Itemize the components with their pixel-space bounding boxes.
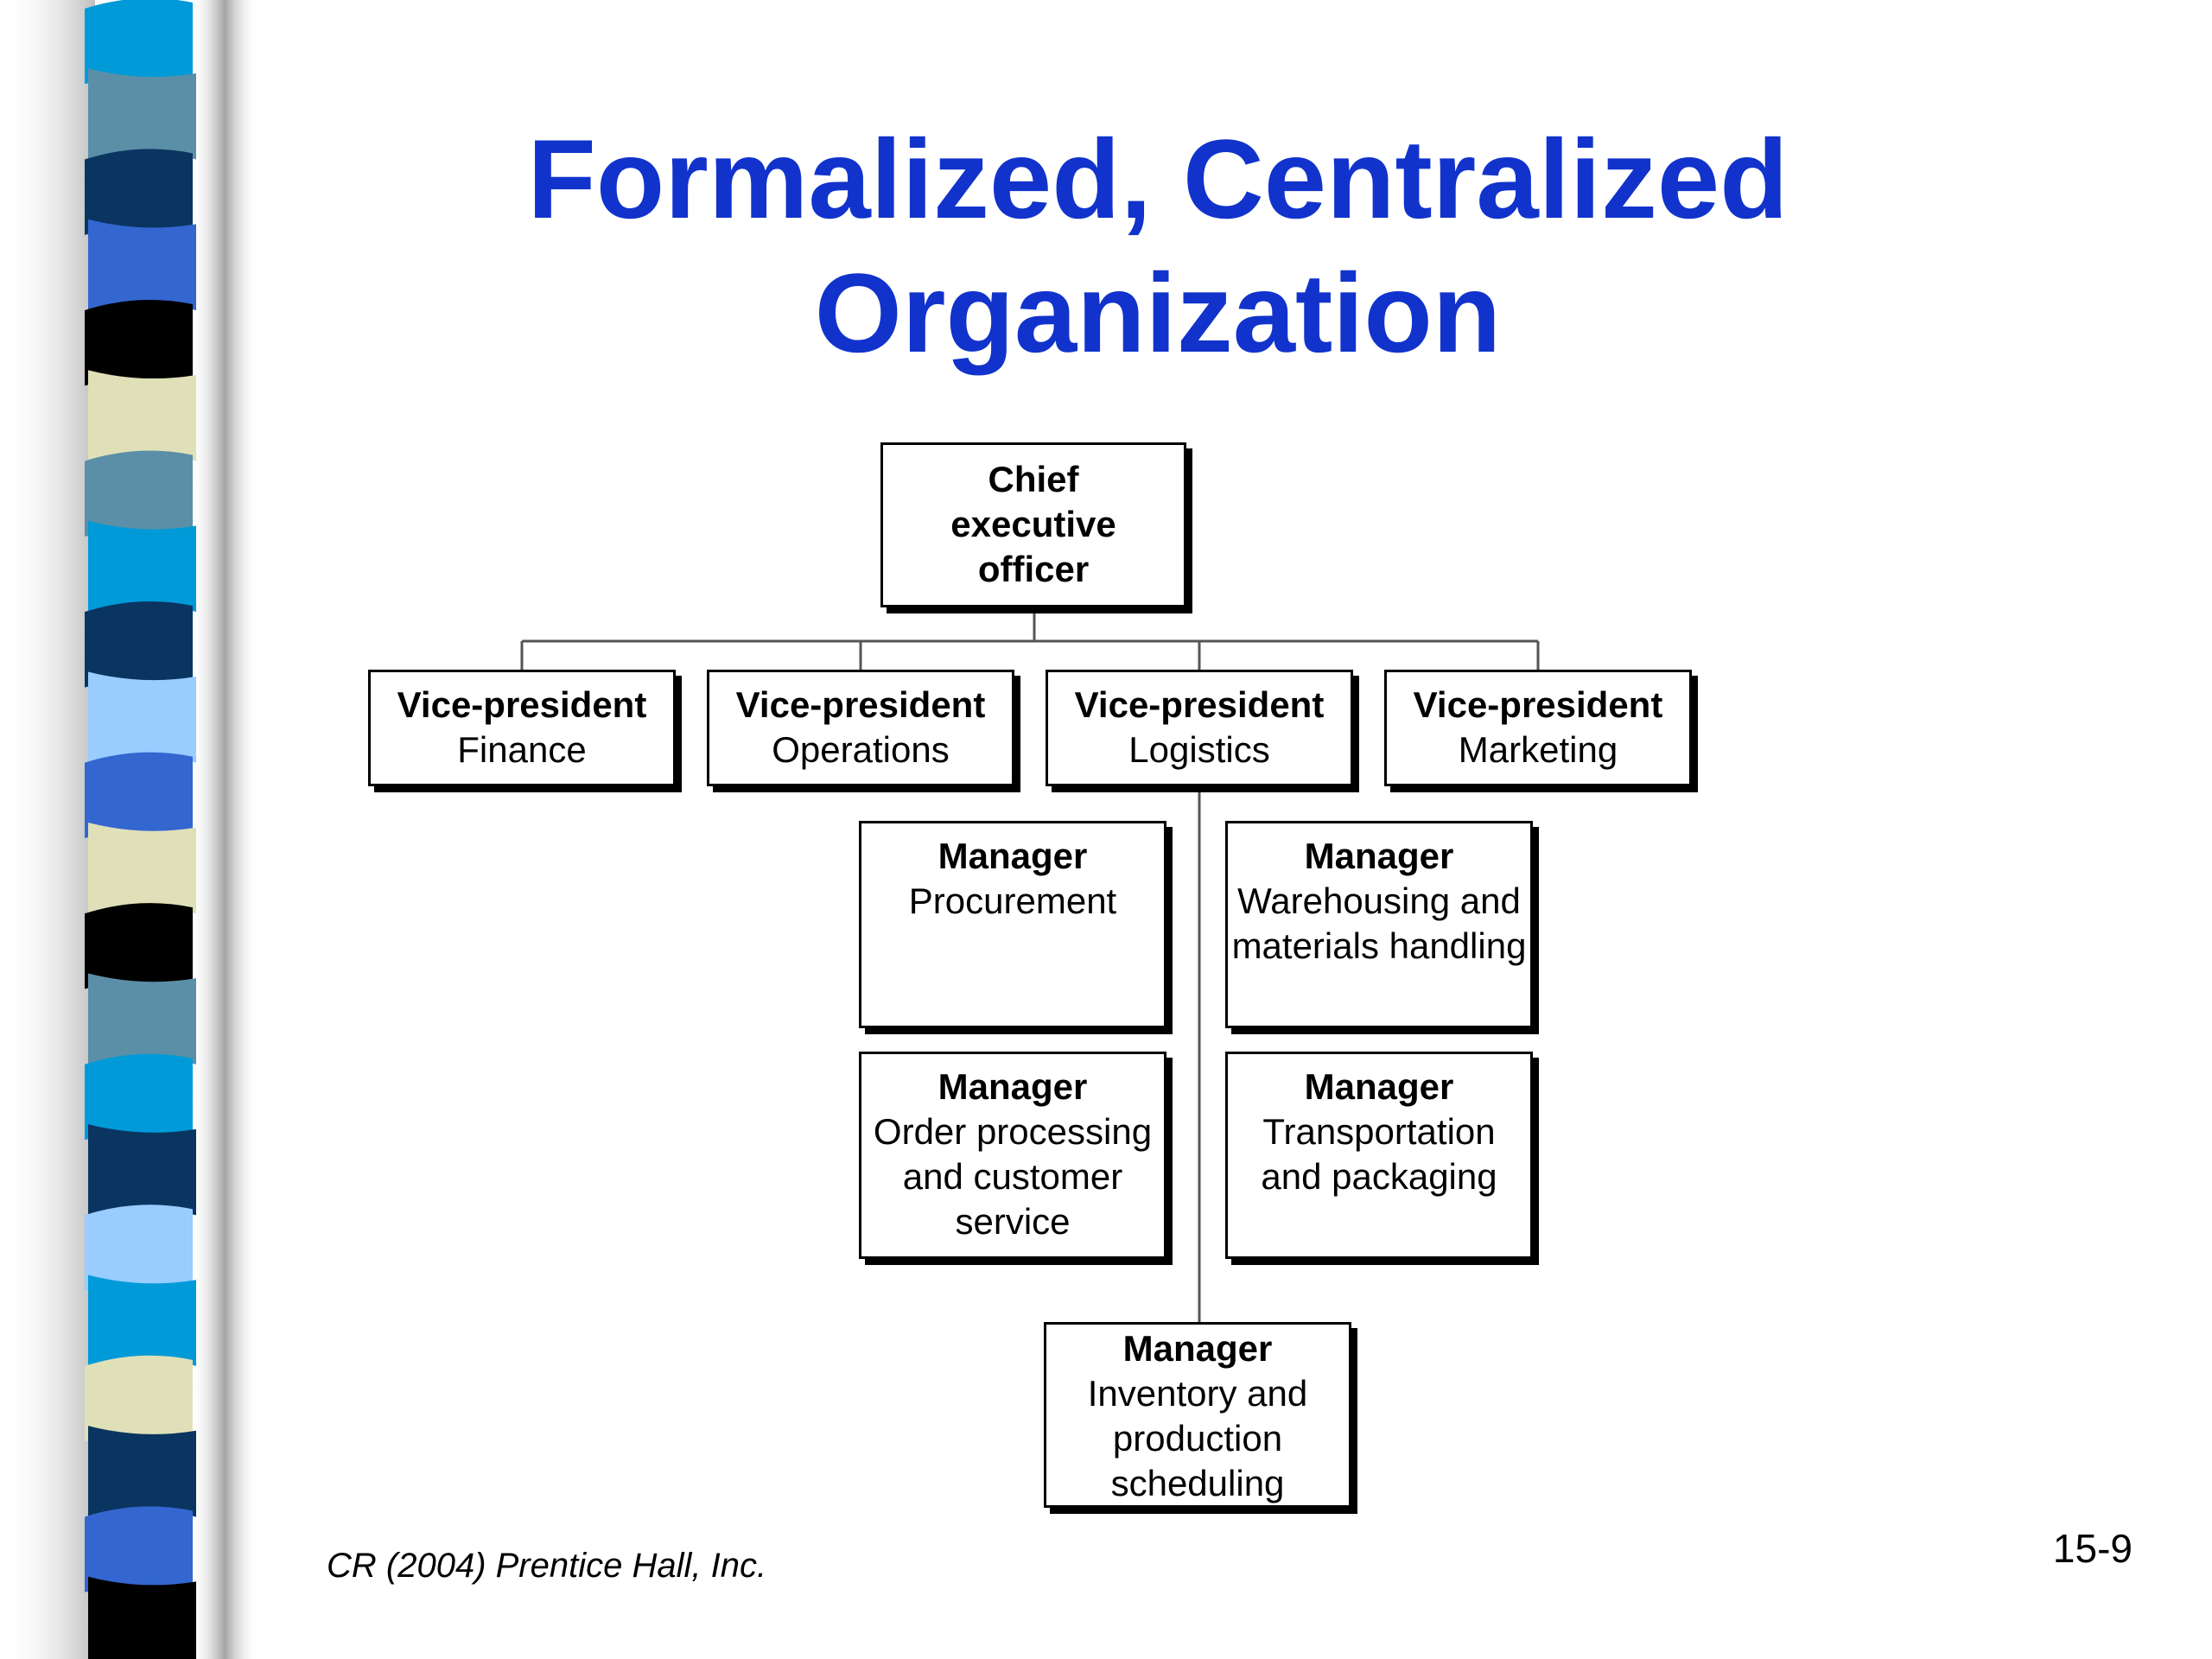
vp-operations-dept: Operations [772, 729, 950, 770]
copyright-citation: CR (2004) Prentice Hall, Inc. [327, 1547, 767, 1585]
stripe-band [85, 1053, 193, 1141]
title-line-1: Formalized, Centralized [527, 116, 1789, 242]
manager-transportation-title: Manager [1304, 1066, 1454, 1107]
stripe-band [85, 149, 193, 235]
stripe-band [88, 823, 196, 914]
vp-logistics-dept: Logistics [1128, 729, 1270, 770]
manager-warehousing-box: Manager Warehousing and materials handli… [1225, 821, 1533, 1028]
stripe-band [85, 752, 193, 838]
manager-order-processing-dept-2: and customer [902, 1156, 1123, 1197]
vp-operations-title: Vice-president [735, 684, 986, 725]
manager-warehousing-dept-2: materials handling [1231, 925, 1527, 966]
vp-finance-title: Vice-president [397, 684, 647, 725]
stripe-band [88, 1576, 196, 1659]
stripe-band [88, 671, 196, 763]
stripe-band [85, 0, 193, 85]
manager-order-processing-dept-1: Order processing [873, 1111, 1153, 1152]
manager-procurement-box: Manager Procurement [859, 821, 1166, 1028]
manager-inventory-dept-3: scheduling [1110, 1463, 1285, 1503]
slide-number: 15-9 [2052, 1526, 2133, 1571]
stripe-band [88, 520, 196, 613]
stripe-band [85, 1355, 193, 1442]
vp-logistics-title: Vice-president [1074, 684, 1325, 725]
manager-transportation-dept-2: and packaging [1261, 1156, 1497, 1197]
title-line-2: Organization [814, 250, 1502, 376]
stripe-band [88, 370, 196, 461]
stripe-band [88, 1426, 196, 1517]
ceo-line-1: Chief [988, 459, 1079, 499]
manager-inventory-dept-2: production [1112, 1418, 1283, 1459]
vp-logistics-box: Vice-president Logistics [1046, 670, 1353, 786]
manager-transportation-box: Manager Transportation and packaging [1225, 1052, 1533, 1259]
manager-inventory-title: Manager [1122, 1328, 1273, 1369]
manager-warehousing-title: Manager [1304, 836, 1454, 876]
stripe-band [85, 1205, 193, 1291]
stripe-band [88, 973, 196, 1065]
manager-procurement-dept-1: Procurement [908, 880, 1117, 921]
manager-inventory-box: Manager Inventory and production schedul… [1044, 1322, 1351, 1508]
decorative-stripe-bar [0, 0, 259, 1659]
ceo-box: Chief executive officer [880, 442, 1186, 607]
stripe-band [88, 1124, 196, 1216]
stripe-band [85, 903, 193, 989]
ceo-line-2: executive [950, 504, 1116, 544]
stripe-band [85, 1506, 193, 1592]
vp-marketing-title: Vice-president [1413, 684, 1663, 725]
manager-warehousing-dept-1: Warehousing and [1237, 880, 1521, 921]
manager-order-processing-title: Manager [938, 1066, 1088, 1107]
vp-operations-box: Vice-president Operations [707, 670, 1014, 786]
vp-marketing-box: Vice-president Marketing [1384, 670, 1692, 786]
stripe-band [85, 299, 193, 386]
stripe-band [85, 601, 193, 688]
vp-finance-box: Vice-president Finance [368, 670, 676, 786]
stripe-band [88, 1274, 196, 1366]
stripe-band [85, 450, 193, 537]
manager-inventory-dept-1: Inventory and [1087, 1373, 1308, 1414]
manager-procurement-title: Manager [938, 836, 1088, 876]
slide-title: Formalized, Centralized Organization [484, 112, 1832, 380]
manager-transportation-dept-1: Transportation [1262, 1111, 1496, 1152]
stripe-band [88, 219, 196, 311]
manager-order-processing-box: Manager Order processing and customer se… [859, 1052, 1166, 1259]
vp-marketing-dept: Marketing [1458, 729, 1618, 770]
vp-finance-dept: Finance [457, 729, 587, 770]
manager-order-processing-dept-3: service [955, 1201, 1071, 1242]
stripe-band [88, 68, 196, 160]
ceo-line-3: officer [977, 549, 1090, 589]
